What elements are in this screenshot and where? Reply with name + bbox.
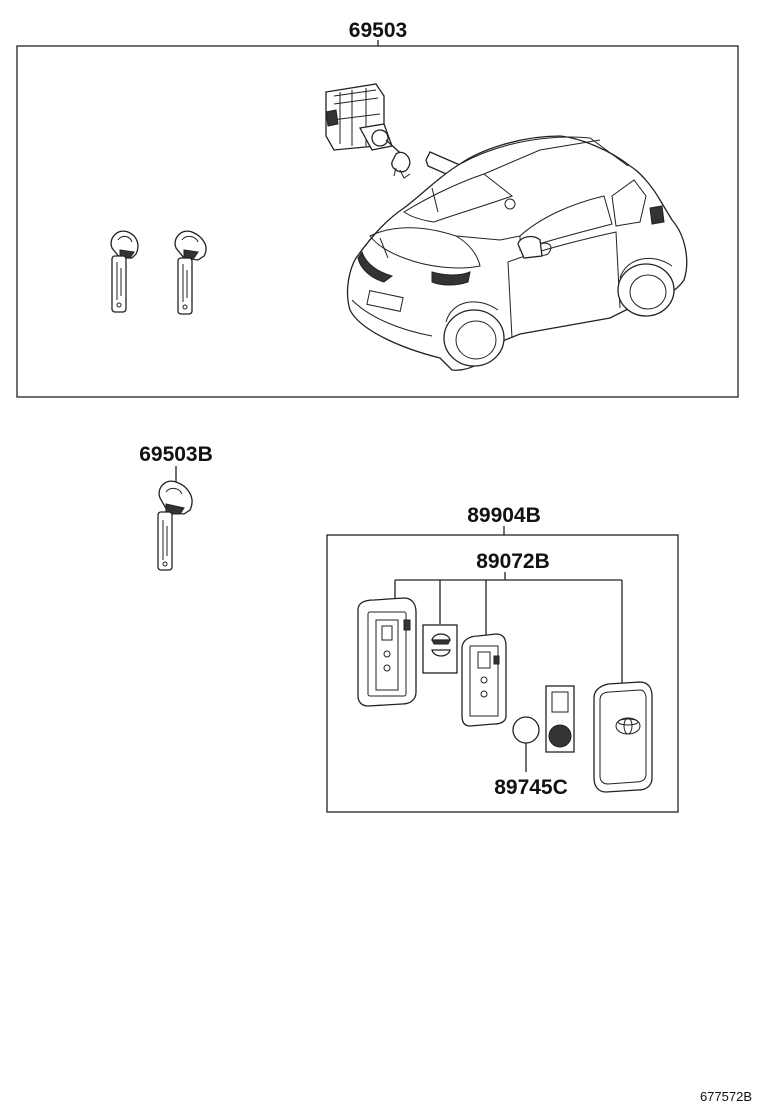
leader-housing-branches	[394, 579, 623, 686]
label-key-blank: 69503B	[139, 443, 213, 466]
circuit-board	[545, 685, 575, 753]
vehicle-illustration	[346, 135, 688, 371]
key-set-frame	[16, 45, 739, 398]
key-blank-part	[157, 480, 193, 571]
transmitter-housing-front	[357, 597, 417, 707]
label-transmitter-housing: 89072B	[476, 550, 550, 573]
transmitter-housing-rear	[461, 633, 507, 727]
label-battery: 89745C	[494, 776, 568, 799]
reference-code: 677572B	[700, 1089, 752, 1104]
label-transmitter-assy: 89904B	[467, 504, 541, 527]
transmitter-frame	[326, 534, 679, 813]
button-set	[422, 624, 458, 674]
battery-coin-cell	[512, 716, 540, 772]
label-key-set: 69503	[349, 19, 407, 42]
ignition-lock-cylinder	[325, 83, 411, 179]
transmitter-cover	[593, 681, 653, 793]
mechanical-key-left	[110, 230, 139, 313]
mechanical-key-right	[174, 230, 207, 315]
